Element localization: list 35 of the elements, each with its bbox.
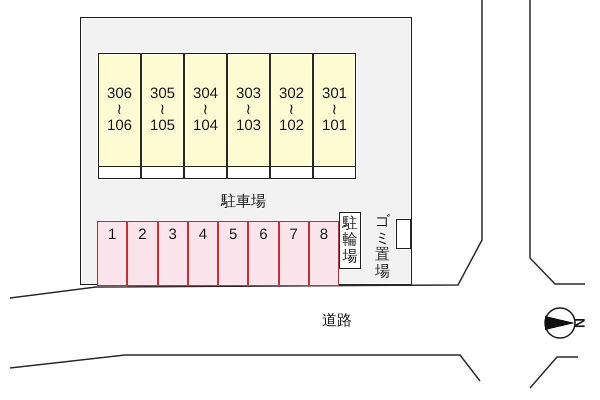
unit-number: 301 ≀ 101 <box>320 86 348 134</box>
parking-space <box>158 221 188 286</box>
space-number: 3 <box>168 226 177 244</box>
north-label: N <box>571 318 590 328</box>
area-label: 駐輪場 <box>342 216 358 266</box>
area-label: ゴミ置場 <box>375 214 390 280</box>
bicycle-parking <box>339 212 361 269</box>
parking-space <box>218 221 248 286</box>
parking-space <box>188 221 218 286</box>
unit-number: 302 ≀ 102 <box>278 86 306 134</box>
unit-number: 305 ≀ 105 <box>148 86 176 134</box>
apartment-unit <box>98 53 141 179</box>
space-number: 2 <box>138 226 147 244</box>
unit-number: 306 ≀ 106 <box>106 86 134 134</box>
apartment-unit <box>141 53 184 179</box>
site-lot <box>80 17 412 285</box>
apartment-unit <box>313 53 356 179</box>
space-number: 5 <box>228 226 238 244</box>
space-number: 1 <box>108 226 116 244</box>
unit-number: 304 ≀ 104 <box>192 86 220 134</box>
parking-space <box>127 221 158 286</box>
parking-space <box>278 221 309 286</box>
area-label: 駐車場 <box>221 193 266 211</box>
unit-number: 303 ≀ 103 <box>234 86 262 134</box>
space-number: 6 <box>259 226 268 244</box>
apartment-unit <box>184 53 227 179</box>
space-number: 7 <box>289 226 298 244</box>
space-number: 4 <box>198 226 208 244</box>
road-label: 道路 <box>322 312 352 330</box>
apartment-unit <box>270 53 313 179</box>
apartment-unit <box>227 53 270 179</box>
parking-space <box>308 221 339 286</box>
parking-space <box>97 221 128 286</box>
space-number: 8 <box>320 226 328 244</box>
parking-space <box>248 221 278 286</box>
